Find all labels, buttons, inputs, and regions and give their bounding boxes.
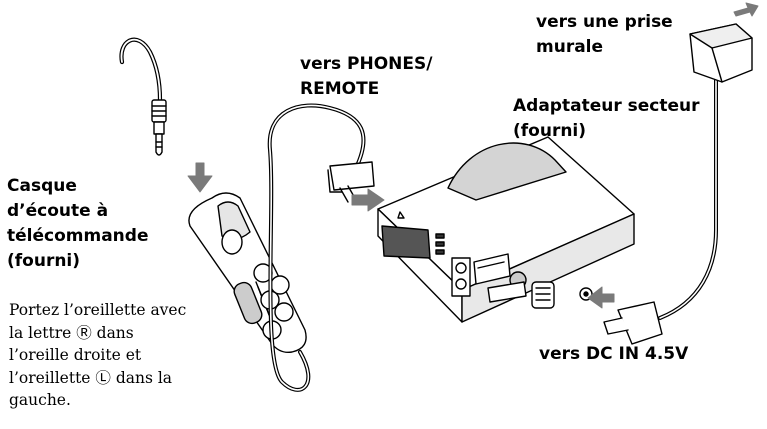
- headphone-cord: [119, 37, 163, 103]
- arrow-to-phones-jack: [351, 188, 385, 212]
- remote-control: [188, 192, 307, 354]
- label-line: murale: [536, 37, 604, 57]
- earpiece-note: Portez l’oreillette avec la lettre Ⓡ dan…: [9, 299, 186, 412]
- label-line: REMOTE: [300, 79, 380, 99]
- headphone-plug: [151, 99, 167, 156]
- note-line: l’oreillette Ⓛ dans la: [9, 368, 173, 387]
- arrow-to-dc-in: [587, 286, 615, 309]
- label-line: vers PHONES/: [300, 54, 433, 74]
- label-ac-adaptor: Adaptateur secteur (fourni): [513, 94, 700, 144]
- label-line: Adaptateur secteur: [513, 96, 700, 116]
- dc-plug: [603, 301, 663, 345]
- note-line: l’oreille droite et: [9, 346, 142, 364]
- label-line: d’écoute à: [7, 201, 109, 221]
- arrow-to-wall-outlet: [733, 2, 759, 17]
- note-line: Portez l’oreillette avec: [9, 301, 187, 319]
- label-line: (fourni): [7, 251, 81, 271]
- label-dc-in: vers DC IN 4.5V: [539, 342, 688, 367]
- label-line: Casque: [7, 176, 77, 196]
- label-line: vers une prise: [536, 12, 673, 32]
- label-headphones: Casque d’écoute à télécommande (fourni): [7, 174, 148, 274]
- label-line: vers DC IN 4.5V: [539, 344, 689, 364]
- arrow-plug-to-remote: [187, 162, 213, 193]
- minidisc-player: [377, 136, 635, 323]
- ac-adaptor: [689, 23, 753, 83]
- label-line: (fourni): [513, 121, 587, 141]
- label-line: télécommande: [7, 226, 149, 246]
- label-wall-outlet: vers une prise murale: [536, 10, 673, 60]
- phones-plug: [327, 161, 375, 203]
- note-line: gauche.: [9, 391, 71, 409]
- label-phones-remote: vers PHONES/ REMOTE: [300, 52, 432, 102]
- note-line: la lettre Ⓡ dans: [9, 323, 134, 342]
